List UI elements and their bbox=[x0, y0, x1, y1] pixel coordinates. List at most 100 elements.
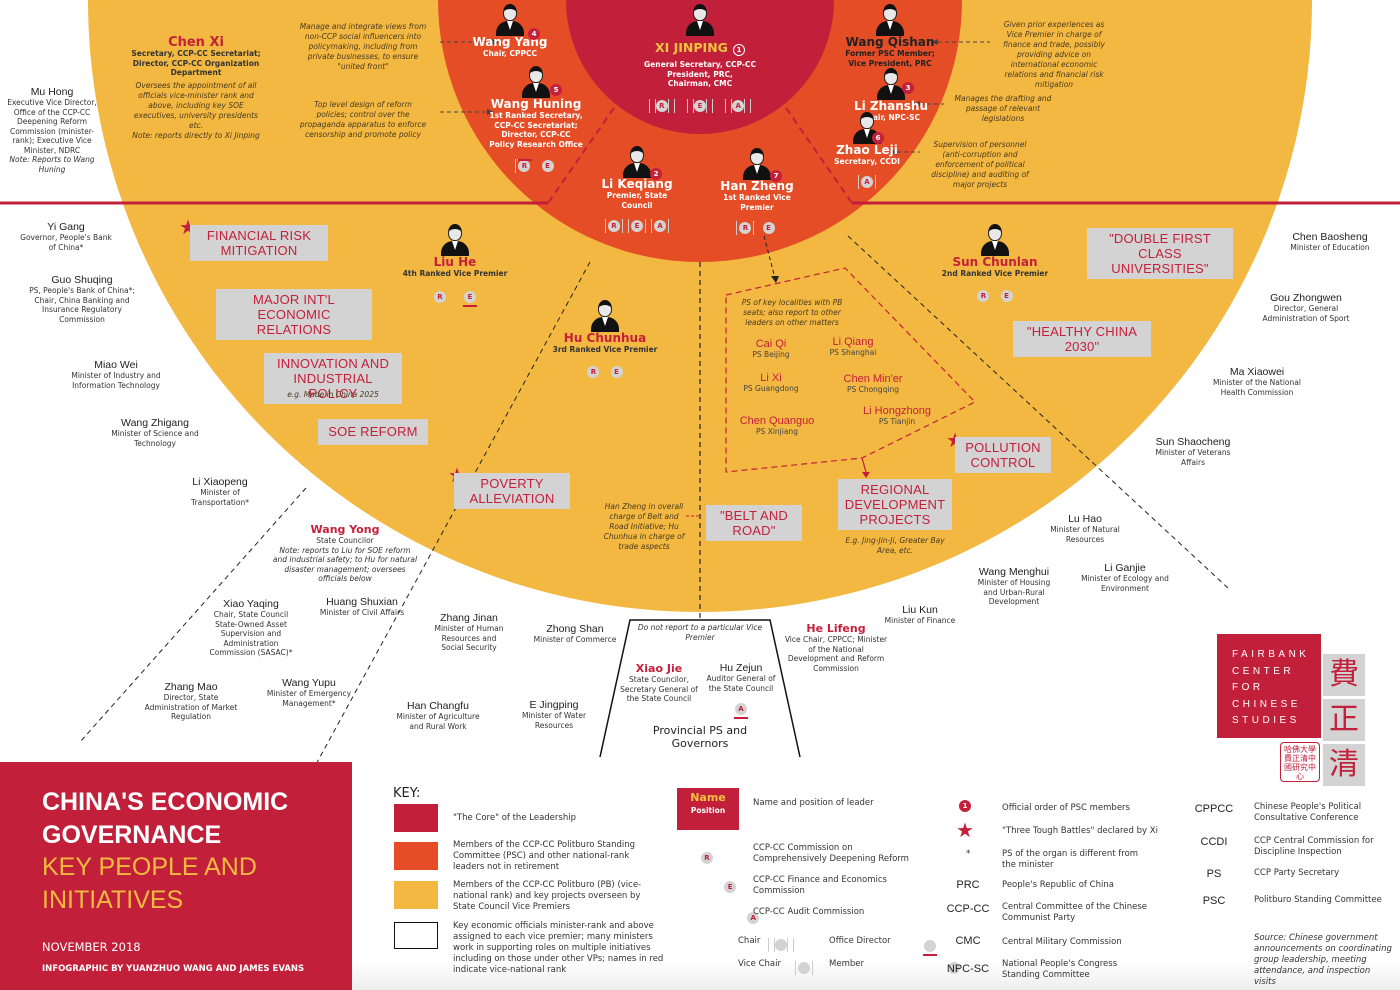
key-label: Chinese People's Political Consultative … bbox=[1254, 802, 1362, 823]
sub-title: KEY PEOPLE AND INITIATIVES bbox=[42, 853, 257, 914]
commission-badges: R E A bbox=[592, 213, 682, 233]
key-heading: KEY: bbox=[393, 786, 421, 801]
key-label: "Three Tough Battles" declared by Xi bbox=[1002, 826, 1158, 836]
core-circle bbox=[566, 0, 834, 134]
commission-r-badge: R bbox=[736, 221, 755, 235]
person-position: Former PSC Member; Vice President, PRC bbox=[845, 49, 935, 68]
key-swatch-politburo bbox=[394, 881, 438, 909]
person-name: Li Keqiang bbox=[601, 177, 673, 191]
key-label: Vice Chair bbox=[738, 959, 781, 969]
provincial-ps-label: Provincial PS and Governors bbox=[652, 724, 748, 750]
person-name: XI JINPING bbox=[654, 40, 728, 55]
person-position: Chair, CPPCC bbox=[482, 49, 538, 58]
key-label: CCP Party Secretary bbox=[1254, 868, 1340, 878]
portrait-icon bbox=[521, 66, 551, 98]
vice-chair-badge-icon bbox=[795, 961, 814, 975]
title-panel: CHINA'S ECONOMIC GOVERNANCE KEY PEOPLE A… bbox=[0, 762, 352, 990]
rank-badge: 1 bbox=[733, 44, 746, 56]
person-name: Mu Hong bbox=[30, 86, 74, 98]
member-badge-icon bbox=[947, 962, 960, 974]
key-label: People's Republic of China bbox=[1002, 880, 1114, 890]
key-label: Central Military Commission bbox=[1002, 937, 1122, 947]
commission-r-badge: R bbox=[515, 159, 533, 173]
person-name: Zhao Leji bbox=[836, 143, 898, 157]
commission-a-badge: A bbox=[725, 98, 752, 113]
portrait-icon bbox=[980, 224, 1010, 256]
ps-box-note: PS of key localities with PB seats; also… bbox=[741, 298, 843, 327]
commission-e-badge: E bbox=[541, 160, 554, 172]
date: NOVEMBER 2018 bbox=[42, 940, 141, 954]
wang-huning-block: 5 Wang Huning 1st Ranked Secretary, CCP-… bbox=[486, 66, 586, 173]
commission-a-badge: A bbox=[734, 703, 748, 719]
abbr-term: CCP-CC bbox=[946, 903, 990, 915]
key-label: CCP-CC Commission on Comprehensively Dee… bbox=[753, 843, 909, 864]
key-label: Key economic officials minister-rank and… bbox=[453, 921, 664, 975]
legend-bg bbox=[352, 960, 1400, 990]
commission-a-badge: A bbox=[747, 912, 760, 924]
asterisk-icon: * bbox=[966, 849, 971, 859]
person-position: Secretary, CCP-CC Secretariat; Director,… bbox=[131, 49, 261, 77]
note-wang-qishan: Given prior experiences as Vice Premier … bbox=[1003, 20, 1105, 89]
commission-e-badge: E bbox=[687, 98, 713, 113]
zhao-leji-block: 6 Zhao Leji Secretary, CCDI A bbox=[822, 112, 912, 189]
commission-e-badge: E bbox=[724, 881, 737, 893]
commission-e-badge: E bbox=[762, 222, 775, 234]
trapezoid-note: Do not report to a particular Vice Premi… bbox=[637, 623, 763, 642]
person-position: General Secretary, CCP-CC President, PRC… bbox=[644, 60, 756, 88]
person-name: Han Zheng bbox=[720, 179, 794, 193]
rank-badge: 5 bbox=[550, 84, 562, 96]
li-keqiang-block: 2 Li Keqiang Premier, State Council R E … bbox=[592, 146, 682, 233]
commission-badges: R E bbox=[486, 153, 586, 173]
mu-hong-block: Mu Hong Executive Vice Director, Office … bbox=[2, 86, 102, 174]
commission-r-badge: R bbox=[648, 98, 675, 113]
source-note: Source: Chinese government announcements… bbox=[1254, 933, 1392, 987]
sun-chunlan-block: Sun Chunlan 2nd Ranked Vice Premier R E bbox=[935, 224, 1055, 302]
portrait-icon bbox=[622, 146, 652, 178]
key-label: CCP Central Commission for Discipline In… bbox=[1254, 836, 1374, 857]
initiative-belt-road: "BELT AND ROAD" bbox=[706, 505, 802, 541]
abbr-term: CMC bbox=[955, 935, 981, 947]
person-position: Chair, NPC-SC bbox=[861, 113, 920, 122]
abbr-term: CPPCC bbox=[1194, 803, 1234, 815]
rank-badge: 7 bbox=[770, 170, 782, 182]
xi-jinping-block: XI JINPING 1 General Secretary, CCP-CC P… bbox=[630, 4, 770, 113]
initiative-major-intl: MAJOR INT'L ECONOMIC RELATIONS bbox=[216, 289, 372, 340]
commission-r-badge: R bbox=[433, 290, 446, 303]
person-name: Chen Xi bbox=[168, 35, 224, 50]
note-wang-huning: Top level design of reform policies; con… bbox=[299, 100, 427, 139]
person-name: Wang Yang bbox=[472, 35, 548, 49]
portrait-icon bbox=[590, 300, 620, 332]
key-swatch-minister bbox=[394, 922, 438, 949]
chen-xi-block: Chen Xi Secretary, CCP-CC Secretariat; D… bbox=[126, 36, 266, 141]
seal-icon: 哈佛大學費正清中國研究中心 bbox=[1280, 742, 1320, 782]
portrait-icon bbox=[876, 68, 906, 100]
initiative-regional-note: E.g. Jing-Jin-Ji, Greater Bay Area, etc. bbox=[845, 536, 945, 555]
rank-badge: 4 bbox=[528, 28, 540, 40]
person-position: Premier, State Council bbox=[606, 191, 668, 210]
key-label: Name and position of leader bbox=[753, 798, 874, 808]
minister-wang-yong: Wang Yong State Councilor Note: reports … bbox=[272, 523, 418, 583]
abbr-term: PS bbox=[1206, 868, 1222, 880]
key-label: Members of the CCP-CC Politburo (PB) (vi… bbox=[453, 880, 642, 912]
commission-r-badge: R bbox=[701, 852, 713, 864]
rank-badge: 3 bbox=[902, 82, 914, 94]
initiative-healthy-china: "HEALTHY CHINA 2030" bbox=[1013, 321, 1151, 357]
key-name-box: Name Position bbox=[677, 788, 739, 830]
person-name: Li Zhanshu bbox=[853, 99, 929, 113]
